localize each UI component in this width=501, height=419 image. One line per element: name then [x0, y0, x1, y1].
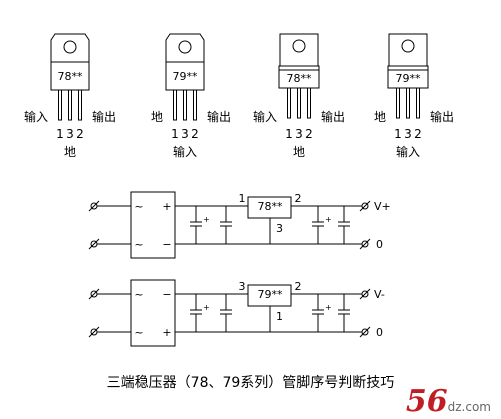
package-type-label: 79** [396, 72, 421, 85]
output-zero-label: 0 [376, 238, 383, 251]
rectifier-box [130, 191, 176, 259]
pin-right-label: 输出 [430, 109, 454, 124]
pin-number-2: 2 [305, 127, 313, 141]
package-tab [388, 33, 428, 67]
input-electrolytic-cap-polarity: + [203, 303, 210, 312]
circuit-79-series: ~ − ~ +79** 3 2 1 + + V- 0 [88, 279, 385, 347]
terminal-slash [88, 238, 100, 250]
regulator-input-pin: 1 [239, 192, 246, 205]
package-tab [50, 33, 90, 62]
terminal-slash [359, 200, 371, 212]
output-zero-label: 0 [376, 326, 383, 339]
terminal-slash [88, 326, 100, 338]
pin-number-1: 1 [394, 127, 402, 141]
pin-left-label: 输入 [253, 109, 277, 124]
watermark-logo: 56dz.com [406, 384, 491, 419]
pin-left-label: 地 [374, 110, 386, 124]
pin-number-2: 2 [191, 127, 199, 141]
output-electrolytic-cap-polarity: + [325, 215, 332, 224]
circuit-area: ~ + ~ − 78** 1 2 3 + + V+ 0 ~ − ~ +79** 3 2 1 + + V- 0 [88, 191, 391, 347]
pin-lead-3 [307, 87, 311, 119]
terminal-slash [88, 288, 100, 300]
pin-number-3: 3 [404, 127, 412, 141]
output-voltage-label: V- [374, 288, 385, 301]
regulator-ground-pin: 1 [276, 310, 283, 323]
watermark-domain: dz.com [447, 400, 491, 414]
pin-number-2: 2 [414, 127, 422, 141]
circuit-78-series: ~ + ~ − 78** 1 2 3 + + V+ 0 [88, 191, 391, 259]
pin-right-label: 输出 [207, 109, 231, 124]
output-electrolytic-cap-polarity: + [325, 303, 332, 312]
package-tab [279, 33, 319, 67]
pin-number-1: 1 [285, 127, 293, 141]
pin-left-label: 地 [151, 110, 163, 124]
terminal-slash [359, 326, 371, 338]
regulator-output-pin: 2 [295, 280, 302, 293]
regulator-input-pin: 3 [239, 280, 246, 293]
rectifier-dc-mark: − [162, 238, 171, 251]
pin-number-1: 1 [171, 127, 179, 141]
pin-lead-1 [396, 87, 400, 119]
pin-lead-1 [173, 89, 177, 121]
regulator-label: 79** [258, 288, 283, 301]
pin-lead-3 [416, 87, 420, 119]
pin-number-1: 1 [56, 127, 64, 141]
pin-lead-2 [183, 89, 187, 121]
package-type-label: 78** [287, 72, 312, 85]
mounting-hole [292, 39, 306, 53]
terminal-slash [88, 200, 100, 212]
terminal-slash [359, 288, 371, 300]
package-tab [165, 33, 205, 62]
pin-number-3: 3 [66, 127, 74, 141]
pin-lead-2 [68, 89, 72, 121]
pin-number-2: 2 [76, 127, 84, 141]
pin-number-3: 3 [181, 127, 189, 141]
package-type-label: 79** [173, 70, 198, 83]
pin-bottom-label: 地 [64, 145, 76, 159]
pin-lead-2 [297, 87, 301, 119]
input-electrolytic-cap-polarity: + [203, 215, 210, 224]
figure-caption: 三端稳压器（78、79系列）管脚序号判断技巧 [106, 375, 395, 391]
pin-bottom-label: 输入 [173, 144, 197, 159]
pin-lead-1 [287, 87, 291, 119]
pin-lead-1 [58, 89, 62, 121]
mounting-hole [63, 40, 77, 54]
rectifier-ac-mark: ~ [134, 200, 143, 213]
rectifier-ac-mark: ~ [134, 238, 143, 251]
rectifier-dc-mark: + [162, 326, 171, 339]
rectifier-ac-mark: ~ [134, 326, 143, 339]
pin-bottom-label: 地 [293, 145, 305, 159]
mounting-hole [178, 40, 192, 54]
output-terminal-pos [361, 290, 369, 298]
watermark-number: 56 [405, 384, 448, 419]
rectifier-dc-mark: + [162, 200, 171, 213]
pin-right-label: 输出 [92, 109, 116, 124]
pin-left-label: 输入 [24, 109, 48, 124]
output-terminal-zero [361, 240, 369, 248]
rectifier-ac-mark: ~ [134, 288, 143, 301]
pin-lead-3 [78, 89, 82, 121]
regulator-label: 78** [258, 200, 283, 213]
mounting-hole [401, 39, 415, 53]
package-type-label: 78** [58, 70, 83, 83]
pin-right-label: 输出 [321, 109, 345, 124]
rectifier-box [130, 279, 176, 347]
pin-lead-2 [406, 87, 410, 119]
pin-bottom-label: 输入 [396, 144, 420, 159]
pin-lead-3 [193, 89, 197, 121]
regulator-output-pin: 2 [295, 192, 302, 205]
pin-number-3: 3 [295, 127, 303, 141]
output-terminal-pos [361, 202, 369, 210]
rectifier-dc-mark: − [162, 288, 171, 301]
regulator-ground-pin: 3 [276, 222, 283, 235]
terminal-slash [359, 238, 371, 250]
output-voltage-label: V+ [374, 200, 391, 213]
output-terminal-zero [361, 328, 369, 336]
